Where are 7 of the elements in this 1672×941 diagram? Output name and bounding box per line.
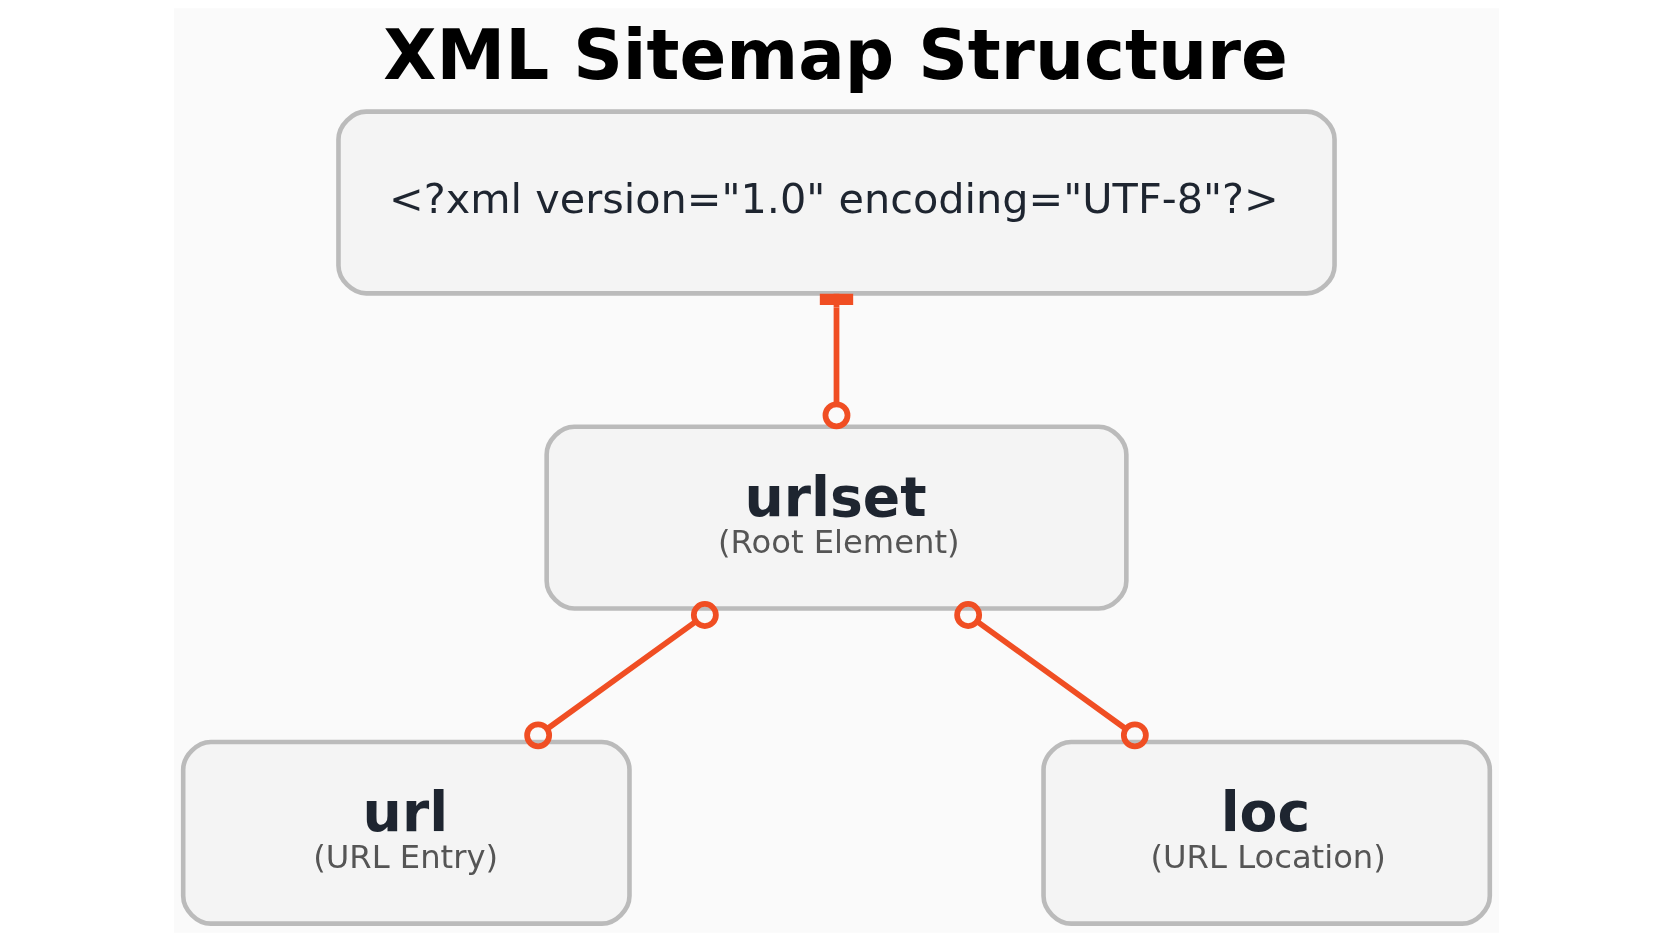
- connector: [953, 601, 1149, 750]
- node-box: urlset (Root Element): [543, 424, 1129, 611]
- node-box: loc (URL Location): [1040, 739, 1492, 926]
- connector: [523, 601, 719, 750]
- node-box: <?xml version="1.0" encoding="UTF-8"?>: [335, 109, 1337, 296]
- diagram-title: XML Sitemap Structure: [382, 15, 1288, 96]
- node-box: url (URL Entry): [180, 739, 632, 926]
